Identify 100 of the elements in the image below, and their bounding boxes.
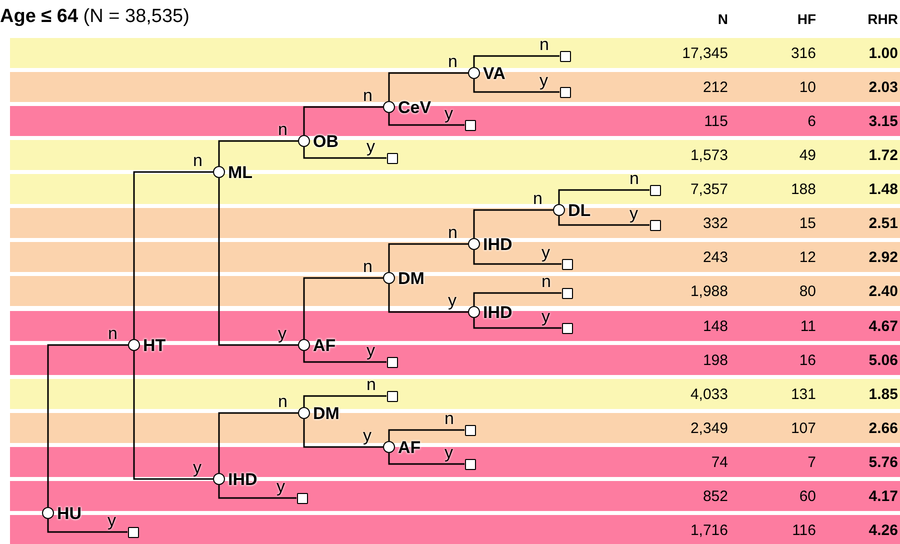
table-cell: 4.67 (868, 318, 898, 334)
table-cell: 49 (799, 148, 816, 164)
table-cell: 198 (702, 352, 728, 368)
column-header: RHR (868, 12, 898, 26)
split-label: AF (313, 336, 336, 354)
table-cell: 131 (790, 386, 816, 402)
split-label: IHD (483, 304, 512, 320)
tree-branch (133, 171, 213, 339)
edge-label: y (448, 292, 456, 309)
table-cell: 4.17 (868, 488, 898, 504)
edge-label: n (542, 273, 551, 290)
table-cell: 6 (808, 114, 816, 130)
split-label: IHD (483, 236, 512, 252)
table-cell: 1.00 (868, 46, 898, 61)
table-cell: 10 (799, 80, 816, 96)
tree-branch (303, 419, 383, 448)
table-cell: 332 (702, 216, 728, 232)
tree-branch (47, 519, 128, 533)
edge-label: n (108, 325, 118, 342)
table-cell: 2.92 (868, 250, 898, 266)
edge-label: y (542, 308, 550, 325)
edge-label: n (630, 170, 639, 187)
tree-branch (218, 412, 298, 473)
edge-label: n (193, 152, 202, 169)
table-cell: 1,988 (690, 284, 728, 300)
table-cell: 243 (702, 250, 728, 266)
table-cell: 15 (799, 216, 816, 232)
table-cell: 60 (799, 488, 816, 504)
table-cell: 1.85 (868, 386, 898, 402)
edge-label: n (448, 53, 458, 70)
tree-branch (473, 55, 560, 67)
table-cell: 107 (790, 420, 816, 436)
tree-branch (218, 140, 298, 166)
tree-branch (218, 178, 298, 346)
split-label: DM (398, 270, 424, 286)
table-cell: 188 (790, 182, 816, 198)
edge-label: n (448, 224, 458, 241)
edge-label: y (278, 325, 286, 342)
edge-label: y (366, 342, 375, 359)
tree-branch (47, 344, 128, 507)
edge-label: y (542, 244, 550, 261)
split-label: CeV (398, 98, 432, 116)
tree-branch (473, 250, 562, 265)
table-cell: 4.26 (868, 522, 898, 538)
table-cell: 17,345 (682, 46, 728, 61)
tree-branch (303, 106, 383, 135)
table-cell: 2,349 (690, 420, 728, 436)
table-cell: 115 (704, 114, 728, 130)
tree-branch (558, 216, 650, 226)
tree-branch (473, 79, 560, 93)
tree-branch (388, 243, 468, 272)
tree-branch (388, 284, 468, 313)
tree-branch (558, 189, 650, 204)
table-cell: 116 (792, 522, 816, 538)
table-cell: 7,357 (690, 182, 728, 198)
edge-label: y (444, 105, 453, 122)
edge-label: y (108, 512, 116, 529)
edge-label: y (630, 205, 638, 222)
table-cell: 2.03 (868, 80, 898, 96)
tree-branch (303, 351, 386, 363)
edge-label: y (276, 478, 285, 495)
table-cell: 2.66 (868, 420, 898, 436)
tree-branch (388, 72, 468, 101)
edge-label: n (363, 258, 372, 275)
edge-label: y (366, 138, 375, 155)
table-cell: 1.72 (868, 148, 898, 164)
tree-branch (133, 351, 213, 480)
edge-label: n (366, 376, 376, 393)
split-label: HT (143, 336, 166, 354)
tree-branch (303, 147, 386, 159)
edge-label: y (193, 459, 202, 476)
table-cell: 80 (799, 284, 816, 300)
edge-label: n (363, 87, 372, 104)
table-cell: 148 (702, 318, 728, 334)
split-label: IHD (228, 470, 258, 488)
split-label: OB (313, 132, 338, 150)
table-cell: 1,716 (690, 522, 728, 538)
table-cell: 16 (799, 352, 816, 368)
split-label: AF (398, 438, 421, 456)
chart-title: Age ≤ 64 (N = 38,535) (0, 5, 190, 29)
table-cell: 316 (790, 46, 816, 61)
table-cell: 12 (799, 250, 816, 266)
tree-branch (303, 277, 383, 339)
tree-branch (218, 485, 296, 499)
edge-label: n (533, 190, 542, 207)
split-label: DL (568, 202, 591, 218)
table-cell: 11 (800, 318, 816, 334)
table-cell: 2.40 (868, 284, 898, 300)
table-cell: 5.06 (868, 352, 898, 368)
column-header: HF (797, 12, 816, 26)
edge-label: n (278, 393, 288, 410)
table-cell: 852 (702, 488, 728, 504)
table-cell: 1,573 (690, 148, 728, 164)
table-cell: 212 (702, 80, 728, 96)
column-header: N (718, 12, 728, 26)
tree-branch (388, 113, 464, 126)
split-label: VA (483, 64, 506, 82)
edge-label: y (444, 444, 453, 461)
tree-branch (473, 209, 553, 238)
tree-branch (473, 318, 562, 329)
